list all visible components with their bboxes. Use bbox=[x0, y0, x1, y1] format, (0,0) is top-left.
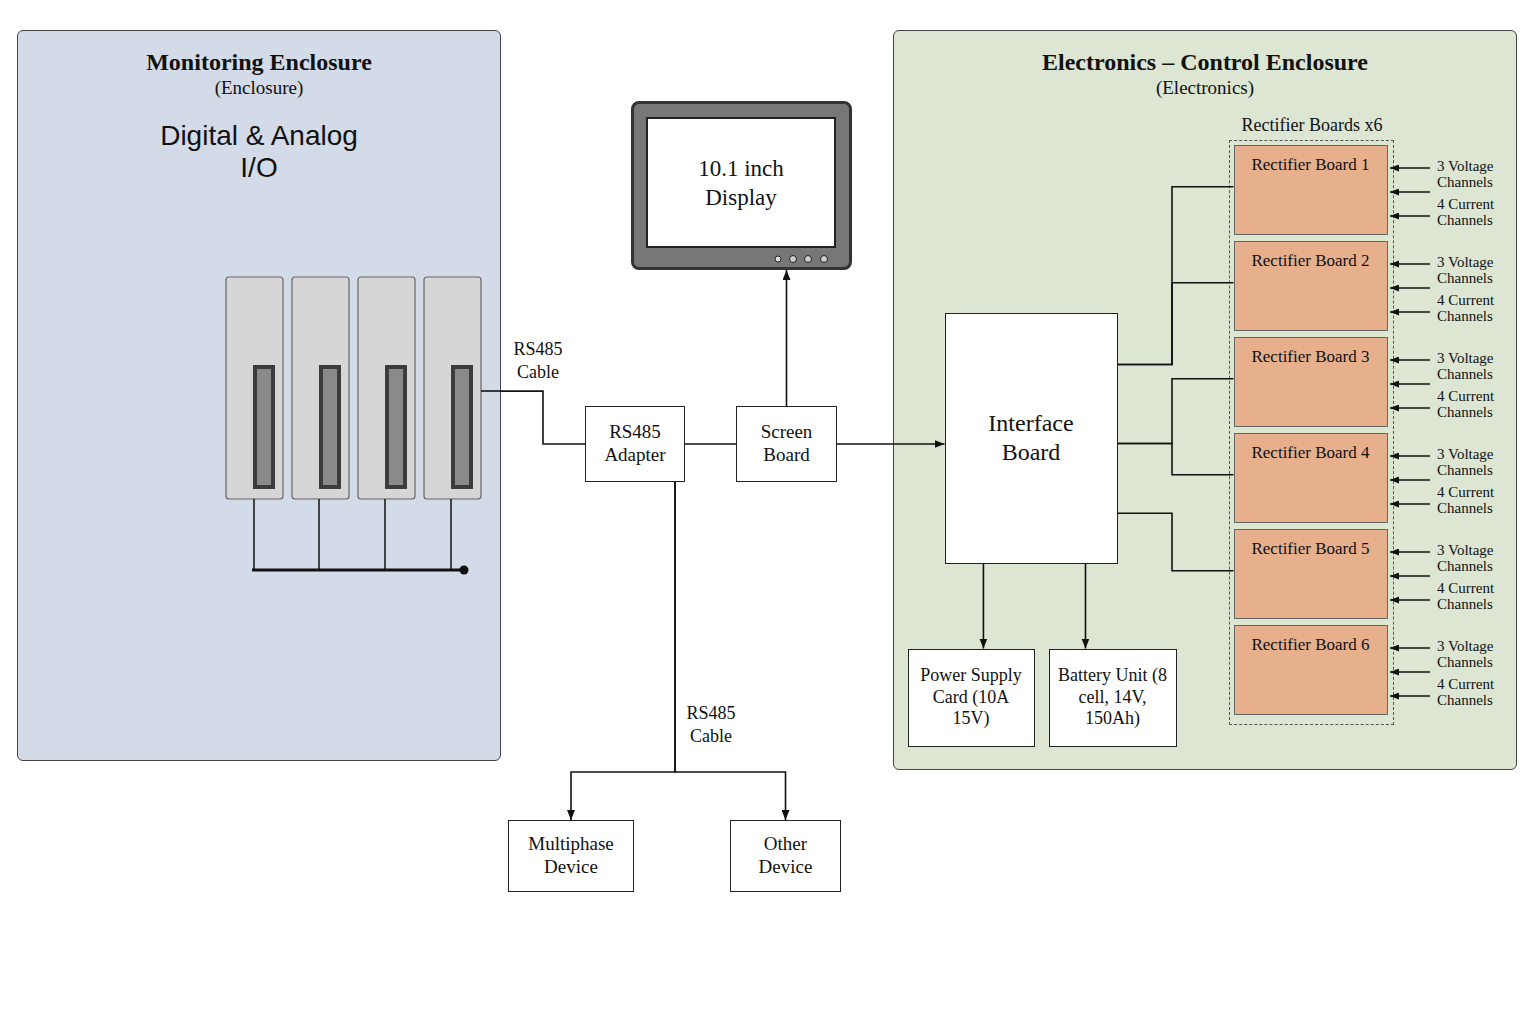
rectifier-group: Rectifier Boards x6Rectifier Board 1Rect… bbox=[1229, 140, 1394, 725]
channel-label: 3 Voltage Channels bbox=[1437, 158, 1509, 190]
connector-line bbox=[786, 270, 788, 406]
device-box: Multiphase Device bbox=[508, 820, 634, 892]
channel-label: 3 Voltage Channels bbox=[1437, 254, 1509, 286]
node-text: RS485 Adapter bbox=[595, 421, 675, 467]
connector-line bbox=[571, 482, 675, 820]
node-text: Multiphase Device bbox=[521, 833, 621, 879]
node-text: Battery Unit (8 cell, 14V, 150Ah) bbox=[1057, 665, 1169, 730]
node-text: Interface Board bbox=[966, 409, 1096, 467]
channel-label: 3 Voltage Channels bbox=[1437, 542, 1509, 574]
node-text: Power Supply Card (10A 15V) bbox=[917, 665, 1025, 730]
node-text: Rectifier Board 6 bbox=[1235, 626, 1387, 655]
rectifier-board: Rectifier Board 2 bbox=[1234, 241, 1388, 331]
rectifier-board: Rectifier Board 1 bbox=[1234, 145, 1388, 235]
rectifier-board: Rectifier Board 3 bbox=[1234, 337, 1388, 427]
battery-box: Battery Unit (8 cell, 14V, 150Ah) bbox=[1049, 649, 1177, 747]
node-text: (Enclosure) bbox=[18, 76, 500, 100]
edge-label: RS485 Cable bbox=[676, 702, 746, 748]
channel-label: 4 Current Channels bbox=[1437, 484, 1509, 516]
channel-label: 3 Voltage Channels bbox=[1437, 350, 1509, 382]
channel-label: 4 Current Channels bbox=[1437, 292, 1509, 324]
power-supply-box: Power Supply Card (10A 15V) bbox=[908, 649, 1035, 747]
monitoring-enclosure: Monitoring Enclosure(Enclosure) Digital &… bbox=[17, 30, 501, 761]
node-text: Other Device bbox=[746, 833, 826, 879]
node-text: (Electronics) bbox=[894, 76, 1516, 100]
node-text: Screen Board bbox=[747, 421, 827, 467]
display-screen bbox=[646, 117, 836, 248]
connector-line bbox=[675, 482, 786, 820]
adapter-box: RS485 Adapter bbox=[585, 406, 685, 482]
connector-line bbox=[685, 443, 736, 445]
channel-label: 3 Voltage Channels bbox=[1437, 446, 1509, 478]
node-text: 10.1 inch Display bbox=[646, 117, 836, 248]
channel-label: 4 Current Channels bbox=[1437, 676, 1509, 708]
node-text: Rectifier Board 2 bbox=[1235, 242, 1387, 271]
display-monitor: 10.1 inch Display bbox=[631, 101, 852, 270]
channel-label: 4 Current Channels bbox=[1437, 196, 1509, 228]
channel-label: 4 Current Channels bbox=[1437, 580, 1509, 612]
node-text: Rectifier Board 5 bbox=[1235, 530, 1387, 559]
node-text: Rectifier Board 4 bbox=[1235, 434, 1387, 463]
node-text: Monitoring Enclosure bbox=[18, 48, 500, 76]
rectifier-board: Rectifier Board 4 bbox=[1234, 433, 1388, 523]
edge-label: RS485 Cable bbox=[500, 338, 576, 384]
node-text: Rectifier Board 3 bbox=[1235, 338, 1387, 367]
channel-label: 4 Current Channels bbox=[1437, 388, 1509, 420]
rectifier-board: Rectifier Board 6 bbox=[1234, 625, 1388, 715]
screen-board-box: Screen Board bbox=[736, 406, 837, 482]
node-text: Digital & Analog I/O bbox=[139, 120, 379, 184]
interface-board-box: Interface Board bbox=[945, 313, 1118, 564]
device-box: Other Device bbox=[730, 820, 841, 892]
rectifier-board: Rectifier Board 5 bbox=[1234, 529, 1388, 619]
node-text: Rectifier Board 1 bbox=[1235, 146, 1387, 175]
node-text: Rectifier Boards x6 bbox=[1220, 115, 1405, 136]
node-text: Electronics – Control Enclosure bbox=[894, 48, 1516, 76]
control-enclosure: Electronics – Control Enclosure(Electron… bbox=[893, 30, 1517, 770]
channel-label: 3 Voltage Channels bbox=[1437, 638, 1509, 670]
connector-line bbox=[501, 391, 585, 444]
